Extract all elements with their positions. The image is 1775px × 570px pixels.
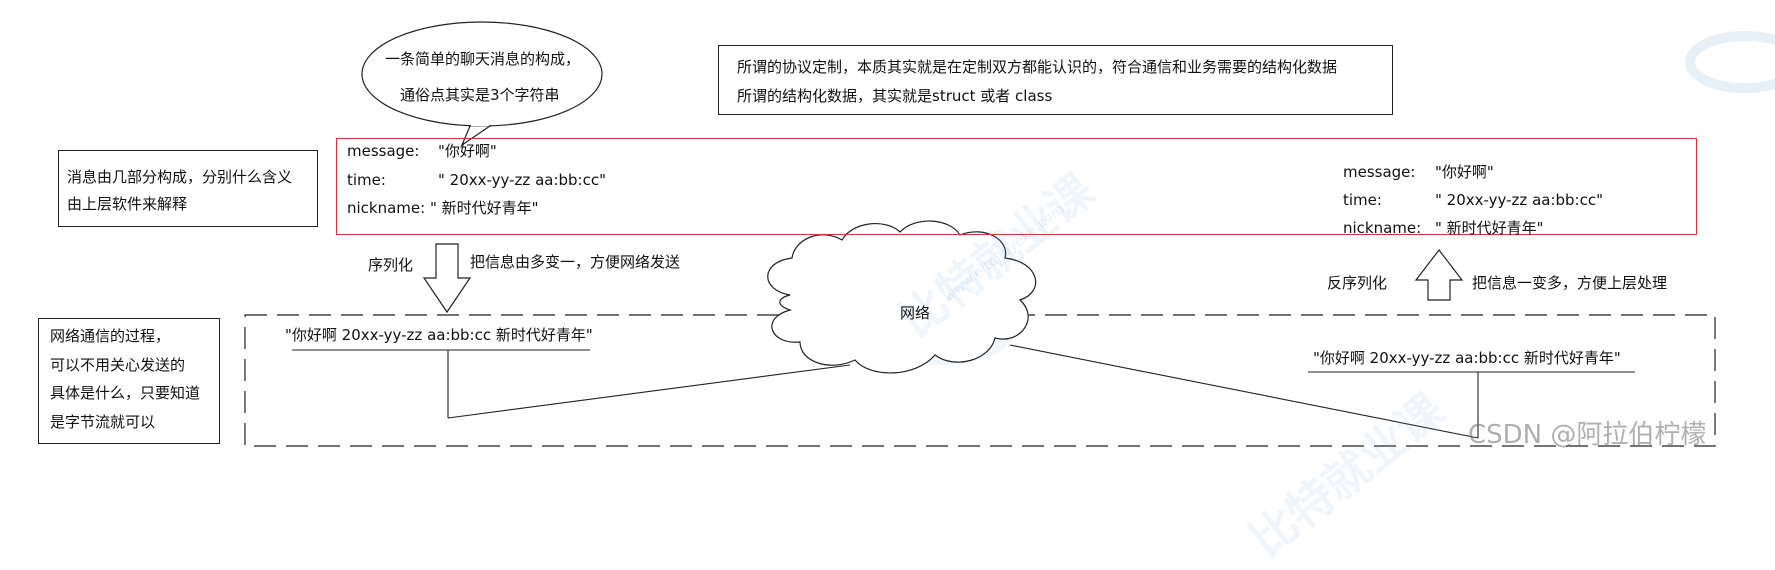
speech-bubble-line2: 通俗点其实是3个字符串 xyxy=(400,86,560,104)
network-cloud-icon xyxy=(767,220,1037,374)
receiver-message-label: message: xyxy=(1343,163,1416,181)
sender-time-label: time: xyxy=(347,171,386,189)
network-note-line1: 网络通信的过程， xyxy=(50,327,171,345)
deserialize-arrow-icon xyxy=(1414,249,1464,301)
network-note-line4: 是字节流就可以 xyxy=(50,413,156,431)
network-dashed-box xyxy=(244,314,1716,447)
csdn-credit: CSDN @阿拉伯柠檬 xyxy=(1468,420,1707,450)
receiver-nickname-label: nickname: xyxy=(1343,219,1422,237)
receiver-time-value: " 20xx-yy-zz aa:bb:cc" xyxy=(1435,191,1604,209)
network-note-line3: 具体是什么，只要知道 xyxy=(50,384,201,402)
deserialize-label: 反序列化 xyxy=(1327,274,1388,292)
serialize-label: 序列化 xyxy=(368,256,414,274)
message-parts-note-line2: 由上层软件来解释 xyxy=(67,195,188,213)
protocol-note-line1: 所谓的协议定制，本质其实就是在定制双方都能认识的，符合通信和业务需要的结构化数据 xyxy=(737,58,1338,76)
deserialize-description: 把信息一变多，方便上层处理 xyxy=(1472,274,1668,292)
sender-nickname-value: " 新时代好青年" xyxy=(430,199,539,217)
watermark-swoosh-icon xyxy=(1685,31,1775,93)
receiver-time-label: time: xyxy=(1343,191,1382,209)
message-parts-note-line1: 消息由几部分构成，分别什么含义 xyxy=(67,168,293,186)
sender-message-value: "你好啊" xyxy=(438,142,497,160)
protocol-note-box xyxy=(718,45,1393,115)
receiver-nickname-value: " 新时代好青年" xyxy=(1435,219,1544,237)
speech-bubble-shape xyxy=(361,21,603,127)
diagram-lines xyxy=(244,21,1775,447)
network-note-line2: 可以不用关心发送的 xyxy=(50,356,186,374)
receiver-byte-string: "你好啊 20xx-yy-zz aa:bb:cc 新时代好青年" xyxy=(1313,349,1621,367)
serialize-description: 把信息由多变一，方便网络发送 xyxy=(470,253,681,271)
network-note-box xyxy=(38,318,220,444)
speech-bubble-line1: 一条简单的聊天消息的构成， xyxy=(385,50,581,68)
message-parts-note-box xyxy=(58,150,318,227)
sender-message-label: message: xyxy=(347,142,420,160)
receiver-message-value: "你好啊" xyxy=(1435,163,1494,181)
structured-message-box xyxy=(336,138,1697,235)
protocol-note-line2: 所谓的结构化数据，其实就是struct 或者 class xyxy=(737,87,1053,105)
sender-time-value: " 20xx-yy-zz aa:bb:cc" xyxy=(438,171,607,189)
serialize-arrow-icon xyxy=(422,243,472,314)
sender-nickname-label: nickname: xyxy=(347,199,426,217)
sender-byte-string: "你好啊 20xx-yy-zz aa:bb:cc 新时代好青年" xyxy=(285,326,593,344)
network-label: 网络 xyxy=(900,304,931,322)
